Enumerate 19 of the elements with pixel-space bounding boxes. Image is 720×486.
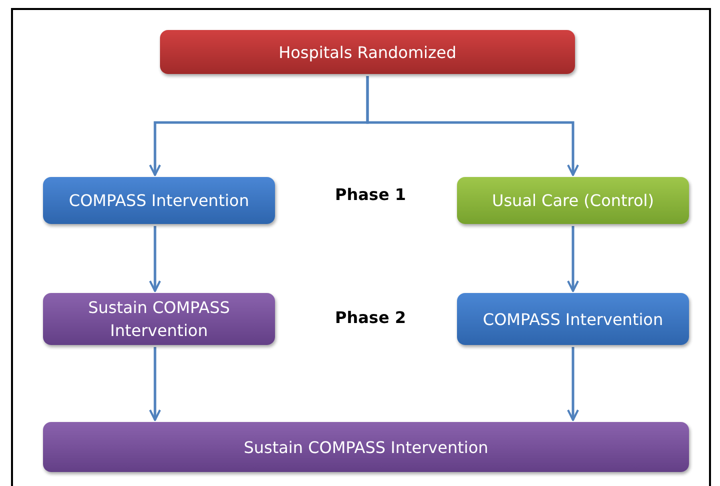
phase-label: Phase 1 (335, 185, 406, 204)
arrow (149, 347, 161, 421)
arrow (366, 76, 579, 176)
arrow (567, 347, 579, 421)
process-box (43, 293, 275, 345)
arrow (567, 226, 579, 292)
process-box (43, 422, 689, 472)
process-box (43, 177, 275, 224)
process-box (457, 293, 689, 345)
box-label: COMPASS Intervention (68, 190, 250, 212)
box-label: Hospitals Randomized (278, 42, 456, 64)
phase-label: Phase 2 (335, 308, 406, 327)
start-box (160, 30, 575, 74)
box-label: COMPASS Intervention (482, 308, 664, 330)
process-box (457, 177, 689, 224)
box-label: Sustain COMPASS Intervention (87, 297, 231, 342)
box-label: Usual Care (Control) (492, 190, 654, 212)
arrow (149, 226, 161, 292)
box-label: Sustain COMPASS Intervention (244, 436, 488, 458)
